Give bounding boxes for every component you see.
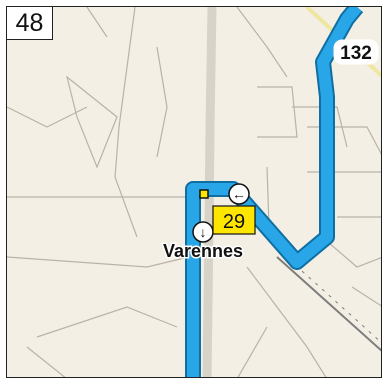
highway-shield[interactable]: 132: [333, 39, 379, 65]
turn-left-arrow-icon[interactable]: ←: [228, 183, 250, 205]
waypoint-marker[interactable]: 29: [212, 205, 256, 235]
railway: [276, 252, 381, 352]
map-canvas[interactable]: 132 ← ↓ 29 Varennes: [7, 7, 382, 378]
turn-down-arrow-glyph: ↓: [200, 224, 207, 240]
route-node-icon: [199, 189, 209, 199]
waypoint-label: 29: [223, 211, 245, 233]
turn-left-arrow-glyph: ←: [232, 186, 246, 202]
map-frame[interactable]: 132 ← ↓ 29 Varennes 48: [6, 6, 382, 378]
turn-down-arrow-icon[interactable]: ↓: [192, 221, 214, 243]
route-line: [187, 7, 362, 377]
minor-roads: [7, 7, 381, 377]
highway-shield-badge: [333, 39, 379, 65]
page-number: 48: [7, 7, 53, 40]
town-label: Varennes: [163, 241, 243, 261]
major-road: [202, 7, 217, 377]
waypoint-box: [212, 205, 256, 235]
highway-shield-label: 132: [340, 43, 372, 64]
